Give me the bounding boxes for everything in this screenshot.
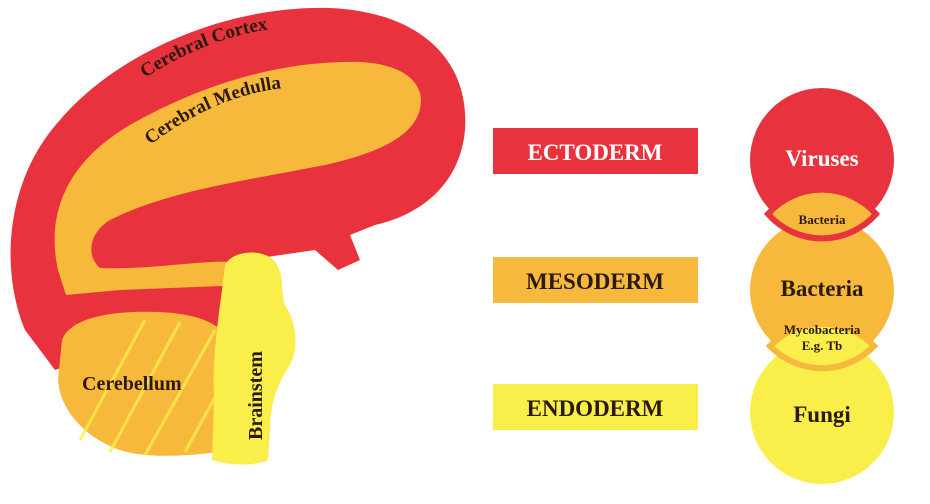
tb-example-label: E.g. Tb xyxy=(802,338,843,353)
viruses-label: Viruses xyxy=(785,146,858,171)
endoderm-label: ENDODERM xyxy=(527,396,664,421)
mesoderm-label: MESODERM xyxy=(526,269,664,294)
bacteria-overlap-label: Bacteria xyxy=(799,212,846,227)
brainstem-label: Brainstem xyxy=(245,351,267,440)
mycobacteria-label: Mycobacteria xyxy=(784,322,861,337)
cerebellum-label: Cerebellum xyxy=(82,373,182,395)
ectoderm-label: ECTODERM xyxy=(527,140,662,165)
fungi-label: Fungi xyxy=(793,402,851,427)
bacteria-label: Bacteria xyxy=(780,276,864,301)
